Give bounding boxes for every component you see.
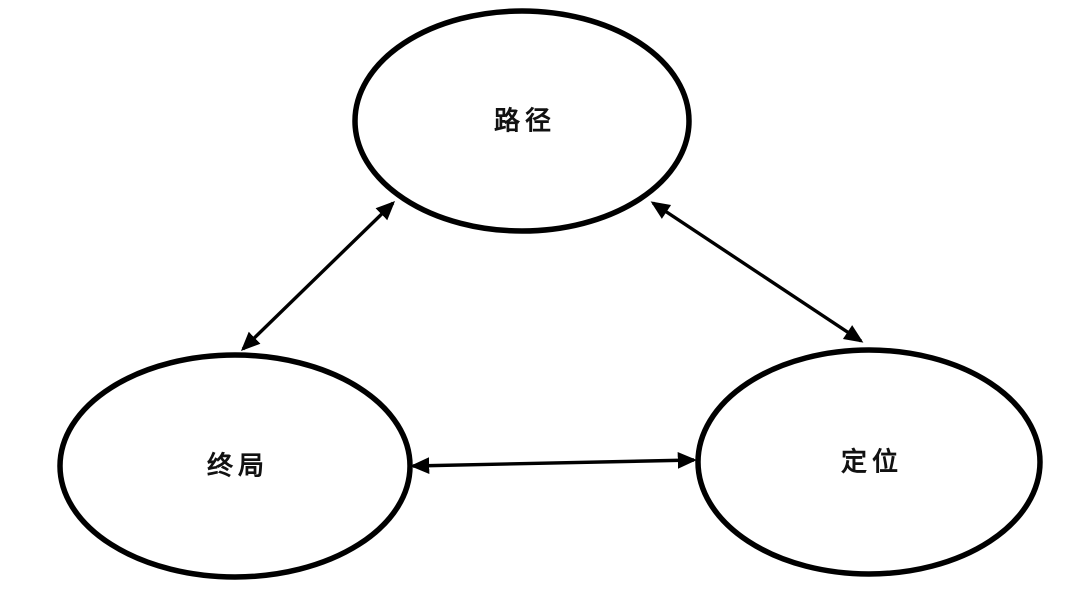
node-label-path: 路径 <box>494 106 556 136</box>
node-label-positioning: 定位 <box>841 447 903 477</box>
edge-endgame-positioning-arrow <box>410 451 697 475</box>
node-label-endgame: 终局 <box>207 451 269 481</box>
node-ellipse-path <box>352 8 692 234</box>
edge-endgame-path-arrow <box>240 201 396 351</box>
node-ellipse-endgame <box>57 352 413 580</box>
node-ellipse-positioning <box>695 347 1043 577</box>
edge-path-positioning-arrow <box>650 201 864 343</box>
